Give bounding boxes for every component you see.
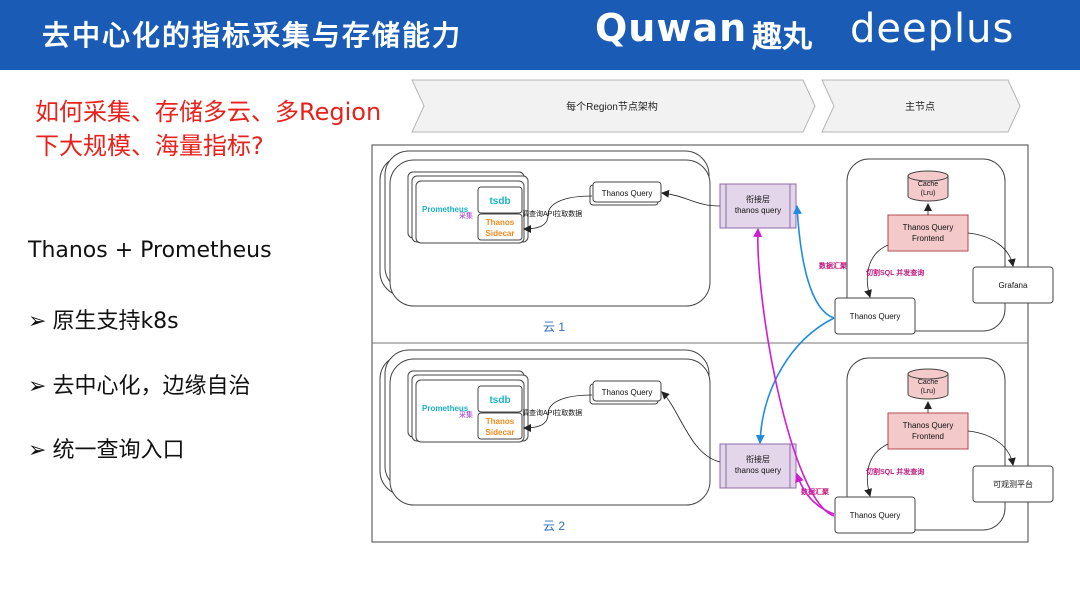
- cache-label-2b: (Lru): [921, 388, 936, 395]
- frontend-label-1a: Thanos Query: [903, 223, 954, 232]
- prometheus-label-2: Prometheus: [422, 404, 469, 413]
- cloud2-group: Prometheus tsdb Thanos Sidecar 采集 Thanos…: [379, 349, 1054, 534]
- cache-label-1b: (Lru): [921, 190, 936, 197]
- cloud1-label: 云 1: [543, 320, 565, 334]
- cache-label-2a: Cache: [918, 379, 938, 386]
- bridge-query-1: [719, 183, 797, 229]
- data-agg-label-1: 数据汇聚: [819, 261, 848, 270]
- bullet-item-k8s: ➢原生支持k8s: [28, 303, 179, 335]
- split-sql-label-2: 切割SQL 并发查询: [866, 467, 924, 476]
- bridge-label-2a: 衔接层: [746, 454, 770, 464]
- sidecar-label-2a: Thanos: [486, 417, 515, 426]
- sidecar-label-2b: Sidecar: [486, 428, 515, 437]
- magenta-link-query2-bridge2: [795, 473, 835, 515]
- cache-db-2: [907, 374, 949, 400]
- grafana-box: [972, 266, 1054, 304]
- prometheus-label-1: Prometheus: [422, 205, 469, 214]
- cache-label-1a: Cache: [918, 181, 938, 188]
- call-api-label-1: 调查询API拉取数据: [522, 209, 582, 218]
- banner-region-shape: [411, 79, 816, 133]
- query-frontend-1: [887, 214, 969, 252]
- pull-data-arrow-1: [523, 195, 593, 233]
- bridge-to-region-arrow-1: [661, 189, 721, 207]
- bullet-text: 原生支持k8s: [52, 309, 179, 334]
- data-agg-label-2: 数据汇聚: [801, 487, 830, 496]
- scrape-label-1: 采集: [459, 211, 473, 220]
- cloud2-label: 云 2: [543, 519, 565, 533]
- split-sql-arrow-1: [864, 244, 889, 298]
- split-sql-arrow-2: [864, 443, 889, 497]
- region-thanos-query-2: [592, 380, 662, 402]
- region-thanos-query-1: [592, 181, 662, 203]
- observability-box: [972, 465, 1054, 503]
- query-frontend-2: [887, 412, 969, 450]
- frontend-label-2a: Thanos Query: [903, 421, 954, 430]
- tsdb-box-1: [477, 186, 523, 214]
- sidecar-box-2: [477, 412, 523, 440]
- banner-region-label: 每个Region节点架构: [566, 100, 658, 113]
- bullet-title: Thanos + Prometheus: [28, 238, 272, 263]
- tsdb-box-2: [477, 385, 523, 413]
- region-thanos-query-label-1: Thanos Query: [602, 189, 653, 198]
- grafana-label: Grafana: [999, 281, 1028, 290]
- bullet-item-unified: ➢统一查询入口: [28, 432, 184, 464]
- bridge-to-region-arrow-2: [661, 391, 721, 463]
- frontend-label-2b: Frontend: [912, 432, 944, 441]
- blue-link-query1-bridge2: [755, 317, 835, 444]
- frontend-label-1b: Frontend: [912, 234, 944, 243]
- observability-label: 可观测平台: [993, 479, 1033, 489]
- deeplus-logo: deeplus: [850, 6, 1015, 52]
- tsdb-label-2: tsdb: [489, 395, 510, 406]
- header-bar: 去中心化的指标采集与存储能力 Quwan 趣丸 deeplus: [0, 0, 1080, 70]
- cache-db-1: [907, 176, 949, 202]
- blue-link-query1-bridge1: [792, 205, 835, 319]
- bridge-query-2: [719, 443, 797, 489]
- observability-arrow: [967, 430, 1016, 466]
- bridge-label-1b: thanos query: [735, 206, 781, 215]
- cloud1-group: Prometheus tsdb Thanos Sidecar 采集 Thanos…: [379, 150, 1054, 335]
- master-thanos-query-1: [834, 297, 916, 335]
- bullet-item-decentral: ➢去中心化，边缘自治: [28, 368, 250, 400]
- tsdb-label-1: tsdb: [489, 196, 510, 207]
- quwan-logo: Quwan: [595, 6, 748, 50]
- bullet-text: 统一查询入口: [52, 438, 185, 463]
- bridge-label-2b: thanos query: [735, 466, 781, 475]
- banner-master-label: 主节点: [905, 101, 935, 113]
- grafana-arrow: [967, 232, 1016, 267]
- sidecar-box-1: [477, 213, 523, 241]
- pull-data-arrow-2: [523, 394, 593, 432]
- quwan-logo-cn: 趣丸: [752, 20, 812, 55]
- region-thanos-query-label-2: Thanos Query: [602, 388, 653, 397]
- master-thanos-query-2: [834, 496, 916, 534]
- slide-title: 去中心化的指标采集与存储能力: [42, 19, 463, 52]
- split-sql-label-1: 切割SQL 并发查询: [866, 268, 924, 277]
- bullet-arrow-icon: ➢: [28, 438, 47, 463]
- banner-master-shape: [821, 79, 1021, 133]
- question-text: 如何采集、存储多云、多Region下大规模、海量指标?: [35, 98, 382, 160]
- sidecar-label-1b: Sidecar: [486, 229, 515, 238]
- bullet-arrow-icon: ➢: [28, 309, 47, 334]
- master-query-label-1: Thanos Query: [850, 312, 901, 321]
- bullet-text: 去中心化，边缘自治: [52, 374, 251, 399]
- sidecar-label-1a: Thanos: [486, 218, 515, 227]
- call-api-label-2: 调查询API拉取数据: [522, 408, 582, 417]
- scrape-label-2: 采集: [459, 410, 473, 419]
- magenta-link-query2-bridge1: [753, 228, 835, 517]
- master-query-label-2: Thanos Query: [850, 511, 901, 520]
- bullet-arrow-icon: ➢: [28, 374, 47, 399]
- bridge-label-1a: 衔接层: [746, 194, 770, 204]
